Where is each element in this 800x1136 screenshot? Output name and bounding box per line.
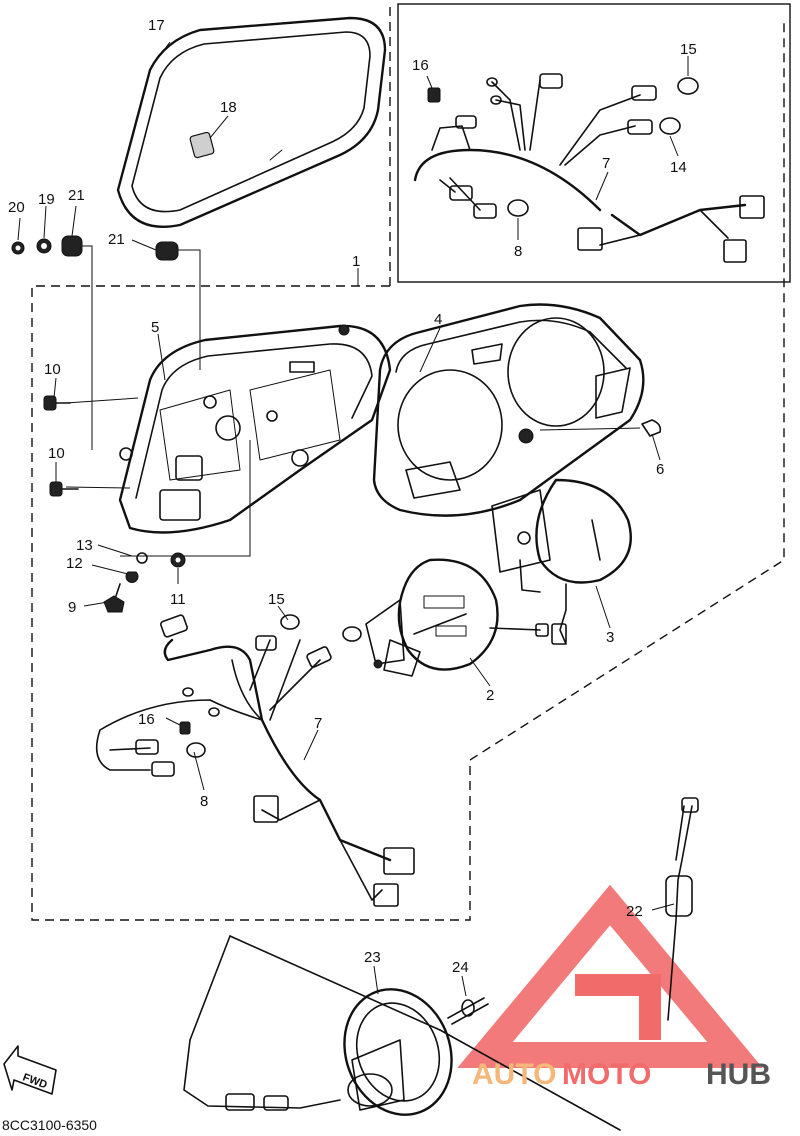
callout-10-bottom: 10 [48,445,65,462]
callout-15-inset: 15 [680,41,697,58]
callout-16-inset: 16 [412,57,429,74]
callout-2: 2 [486,687,494,704]
callout-20: 20 [8,199,25,216]
lower-meter-case-5 [118,324,392,534]
callout-labels: 1 2 3 4 5 6 7 7 8 8 9 10 10 11 12 13 14 … [8,17,697,976]
callout-21-left: 21 [68,187,85,204]
speedometer-cable-22 [665,797,699,1021]
callout-1: 1 [352,253,360,270]
lower-wire-harness-7 [95,614,415,907]
inset-frame [397,3,791,283]
watermark-logo [457,884,763,1068]
callout-4: 4 [434,311,442,328]
callout-3: 3 [606,629,614,646]
callout-10-top: 10 [44,361,61,378]
callout-7: 7 [314,715,322,732]
watermark-auto: AUTO [472,1058,556,1091]
fasteners-19-20-21 [11,235,179,261]
drawing-code: 8CC3100-6350 [2,1117,97,1133]
callout-18: 18 [220,99,237,116]
callout-21-right: 21 [108,231,125,248]
watermark-moto: MOTO [562,1058,651,1091]
callout-7-inset: 7 [602,155,610,172]
assembly-boundary-dashed [31,22,785,921]
tachometer-3 [491,478,632,645]
callout-17: 17 [148,17,165,34]
callout-5: 5 [151,319,159,336]
inset-wire-harness [413,73,765,263]
callout-9: 9 [68,599,76,616]
speedometer-2 [365,558,549,677]
speedometer-gear-unit-23 [183,935,621,1131]
callout-8-inset: 8 [514,243,522,260]
callout-19: 19 [38,191,55,208]
callout-14: 14 [670,159,687,176]
bulb-6 [641,419,662,437]
callout-23: 23 [364,949,381,966]
meter-lens-17 [116,16,387,228]
fasteners-9-11-12-13 [103,552,186,613]
lens-label-18 [189,131,215,159]
screws-10 [43,395,79,497]
callout-15: 15 [268,591,285,608]
callout-12: 12 [66,555,83,572]
forward-direction-arrow: FWD [3,1045,57,1095]
meter-housing-4 [372,303,645,517]
callout-11: 11 [170,591,186,608]
watermark-hub: HUB [706,1058,771,1091]
pin-24 [447,997,489,1025]
callout-22: 22 [626,903,643,920]
callout-16: 16 [138,711,155,728]
watermark-text: AUTO MOTO HUB [472,1058,771,1091]
callout-6: 6 [656,461,664,478]
callout-24: 24 [452,959,469,976]
callout-8: 8 [200,793,208,810]
callout-13: 13 [76,537,93,554]
